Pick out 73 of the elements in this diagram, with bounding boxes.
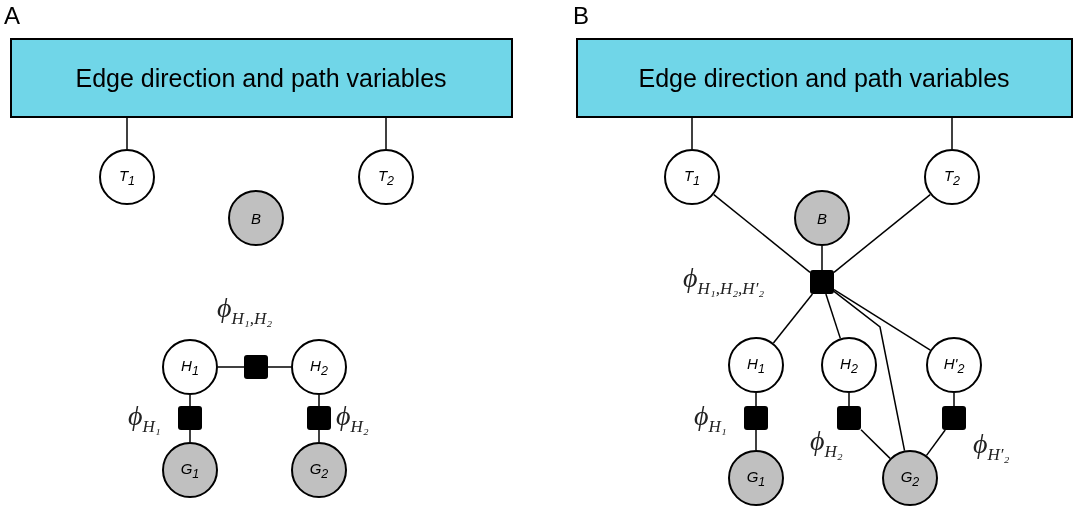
connector-line [772,293,814,344]
variable-box [575,38,1073,118]
factor-label: ϕ$_{H₂}$ [336,400,369,437]
node-label: H'$_{2}$ [943,354,965,376]
factor-square [307,406,331,430]
connector-line [755,429,757,451]
variable-circle [821,337,877,393]
factor-label: ϕ$_{H₁,H₂}$ [217,292,273,329]
node-label: B [251,209,261,227]
variable-circle [882,450,938,506]
factor-square [810,270,834,294]
node-label: T$_{1}$ [683,166,701,188]
connector-line [318,429,320,443]
node-label: G$_{2}$ [309,459,329,481]
factor-label: ϕ$_{H₁,H₂,H′₂}$ [683,262,765,299]
connector-line [318,394,320,407]
connector-line [833,288,932,351]
connector-line [126,117,128,150]
node-label: T$_{2}$ [377,166,395,188]
connector-line [713,193,811,274]
connector-line [385,117,387,150]
connector-line [833,290,906,452]
variable-circle [291,442,347,498]
connector-line [848,392,850,407]
connector-line [267,366,292,368]
factor-square [744,406,768,430]
connector-line [189,429,191,443]
factor-label: ϕ$_{H₂}$ [810,425,843,462]
factor-square [942,406,966,430]
variable-circle [794,190,850,246]
variable-circle [926,337,982,393]
variable-circle [728,450,784,506]
node-label: H$_{1}$ [181,356,199,378]
factor-label: ϕ$_{H₁}$ [694,400,727,437]
connector-line [691,117,693,150]
node-label: G$_{2}$ [900,467,920,489]
variable-circle [228,190,284,246]
node-label: H$_{2}$ [840,354,858,376]
connector-line [821,245,823,271]
node-label: T$_{1}$ [118,166,136,188]
box-title: Edge direction and path variables [638,63,1010,93]
variable-circle [358,149,414,205]
node-label: H$_{1}$ [747,354,765,376]
connector-line [953,392,955,407]
factor-label: ϕ$_{H′₂}$ [973,428,1010,465]
panel-label: A [4,2,20,30]
variable-circle [291,339,347,395]
variable-circle [162,442,218,498]
connector-line [951,117,953,150]
factor-square [837,406,861,430]
variable-circle [162,339,218,395]
connector-line [755,392,757,407]
node-label: G$_{1}$ [746,467,766,489]
node-label: B [817,209,827,227]
panel-label: B [573,2,589,30]
variable-circle [664,149,720,205]
node-label: H$_{2}$ [310,356,328,378]
connector-line [825,293,842,340]
connector-line [217,366,245,368]
connector-line [833,193,931,274]
variable-box [9,38,513,118]
factor-label: ϕ$_{H₁}$ [128,400,161,437]
variable-circle [728,337,784,393]
connector-line [925,429,946,457]
box-title: Edge direction and path variables [75,63,447,93]
connector-line [189,394,191,407]
factor-square [178,406,202,430]
variable-circle [924,149,980,205]
node-label: G$_{1}$ [180,459,200,481]
factor-square [244,355,268,379]
connector-line [860,429,891,460]
node-label: T$_{2}$ [943,166,961,188]
variable-circle [99,149,155,205]
